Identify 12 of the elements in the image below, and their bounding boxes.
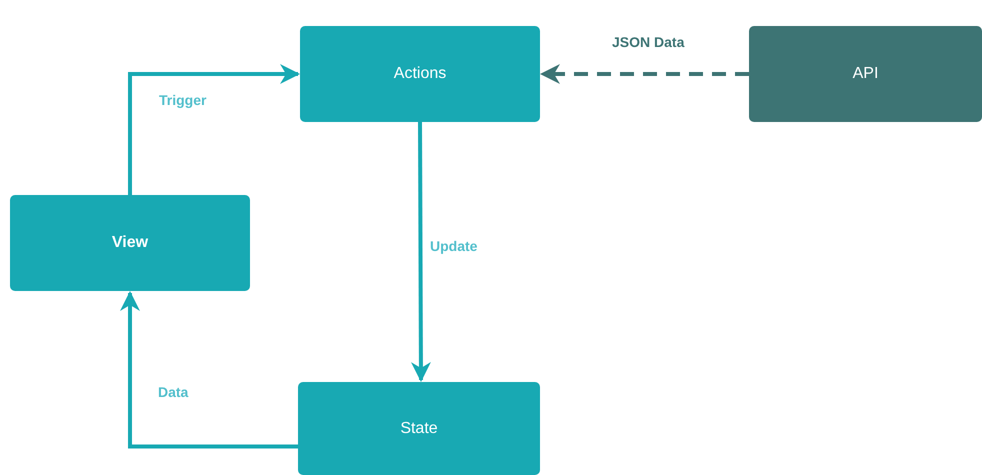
edge-label: Data <box>156 384 190 400</box>
arrow <box>128 64 300 195</box>
api-box: API <box>749 26 982 122</box>
process-box: State <box>298 382 540 475</box>
edge-label: Trigger <box>157 92 208 108</box>
edge-label: Update <box>428 238 480 254</box>
edge-label: JSON Data <box>610 34 686 50</box>
arrow <box>120 291 298 448</box>
process-box: Actions <box>300 26 540 122</box>
dashed-arrow <box>540 64 749 84</box>
arrow <box>410 122 431 382</box>
process-box: View <box>10 195 250 291</box>
